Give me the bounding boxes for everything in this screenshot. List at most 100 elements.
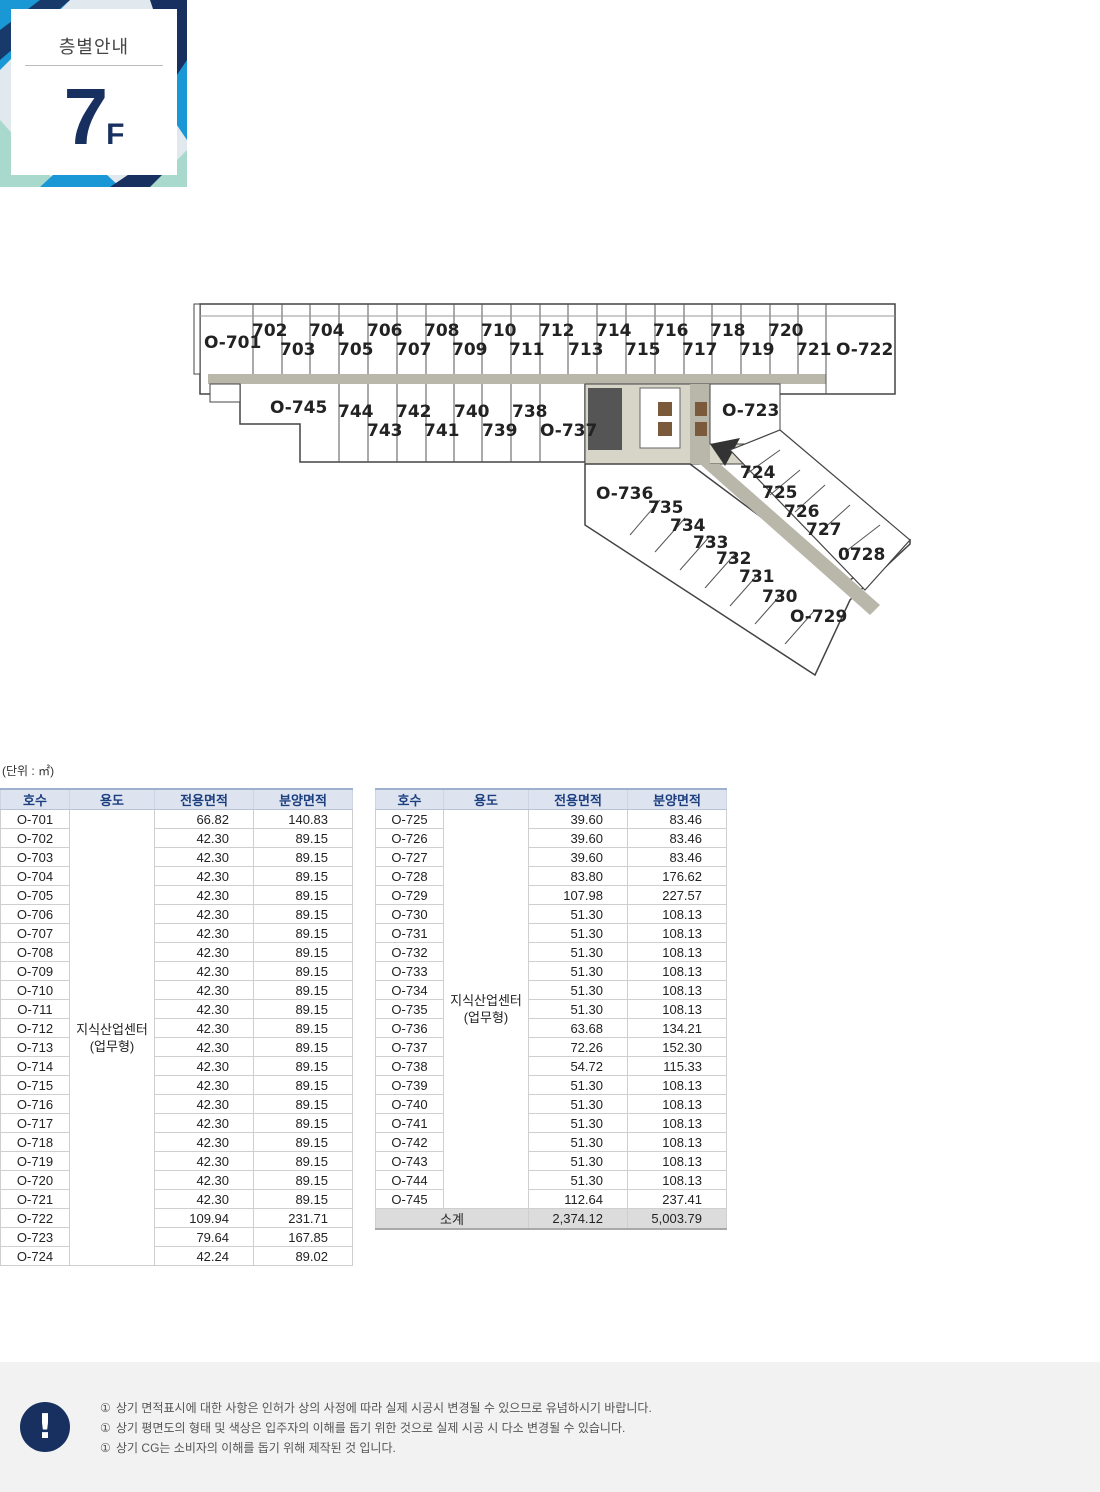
unit-number-cell: O-742 (375, 1132, 444, 1152)
sale-area-cell: 89.15 (253, 942, 353, 962)
unit-number-cell: O-734 (375, 980, 444, 1000)
header-usage: 용도 (443, 788, 529, 810)
unit-label: 744 (338, 402, 374, 422)
sale-area-cell: 108.13 (627, 1132, 727, 1152)
unit-label: 725 (762, 483, 798, 503)
exclusive-area-cell: 39.60 (528, 847, 628, 867)
unit-number-cell: O-743 (375, 1151, 444, 1171)
exclusive-area-cell: 42.30 (154, 1151, 254, 1171)
unit-number-cell: O-725 (375, 809, 444, 829)
exclusive-area-cell: 51.30 (528, 1113, 628, 1133)
sale-area-cell: 89.15 (253, 1094, 353, 1114)
sale-area-cell: 140.83 (253, 809, 353, 829)
exclusive-area-cell: 42.30 (154, 847, 254, 867)
unit-label: 704 (309, 321, 345, 341)
exclusive-area-cell: 42.30 (154, 961, 254, 981)
usage-line-2: (업무형) (89, 1038, 135, 1054)
unit-number-cell: O-711 (0, 999, 70, 1019)
exclamation-icon: ! (20, 1402, 70, 1452)
sale-area-cell: 89.15 (253, 1170, 353, 1190)
unit-label: 724 (740, 463, 776, 483)
sale-area-cell: 89.15 (253, 828, 353, 848)
unit-label: 738 (512, 402, 548, 422)
unit-label: 730 (762, 587, 798, 607)
exclusive-area-cell: 42.30 (154, 1037, 254, 1057)
unit-label: O-723 (722, 401, 779, 421)
sale-area-cell: 108.13 (627, 961, 727, 981)
sale-area-cell: 108.13 (627, 1113, 727, 1133)
exclusive-area-cell: 42.30 (154, 1056, 254, 1076)
unit-label: 709 (452, 340, 488, 360)
header-sale-area: 분양면적 (253, 788, 353, 810)
sale-area-cell: 108.13 (627, 904, 727, 924)
unit-number-cell: O-730 (375, 904, 444, 924)
unit-number-cell: O-736 (375, 1018, 444, 1038)
exclusive-area-cell: 42.24 (154, 1246, 254, 1266)
unit-label: O-722 (836, 340, 893, 360)
sale-area-cell: 108.13 (627, 999, 727, 1019)
total-exclusive-cell: 2,374.12 (528, 1208, 628, 1230)
exclusive-area-cell: 42.30 (154, 1170, 254, 1190)
exclusive-area-cell: 66.82 (154, 809, 254, 829)
unit-label: 703 (280, 340, 316, 360)
unit-number-cell: O-735 (375, 999, 444, 1019)
sale-area-cell: 108.13 (627, 1094, 727, 1114)
unit-number-cell: O-717 (0, 1113, 70, 1133)
unit-label: 726 (784, 502, 820, 522)
unit-label: 741 (424, 421, 460, 441)
exclusive-area-cell: 42.30 (154, 1189, 254, 1209)
floor-unit: F (106, 118, 125, 151)
unit-label: 705 (338, 340, 374, 360)
unit-number-cell: O-701 (0, 809, 70, 829)
exclusive-area-cell: 72.26 (528, 1037, 628, 1057)
exclusive-area-cell: 51.30 (528, 980, 628, 1000)
unit-label: 712 (539, 321, 575, 341)
unit-number-cell: O-719 (0, 1151, 70, 1171)
sale-area-cell: 237.41 (627, 1189, 727, 1209)
sale-area-cell: 227.57 (627, 885, 727, 905)
exclusive-area-cell: 42.30 (154, 942, 254, 962)
badge-divider (25, 65, 163, 66)
exclusive-area-cell: 112.64 (528, 1189, 628, 1209)
unit-label: O-737 (540, 421, 597, 441)
badge-panel: 층별안내 7F (11, 9, 177, 175)
unit-label: 713 (568, 340, 604, 360)
unit-label: O-745 (270, 398, 327, 418)
header-usage: 용도 (69, 788, 155, 810)
unit-label: 716 (653, 321, 689, 341)
sale-area-cell: 108.13 (627, 1170, 727, 1190)
unit-label: 740 (454, 402, 490, 422)
sale-area-cell: 89.02 (253, 1246, 353, 1266)
exclusive-area-cell: 79.64 (154, 1227, 254, 1247)
exclusive-area-cell: 51.30 (528, 904, 628, 924)
unit-number-cell: O-714 (0, 1056, 70, 1076)
unit-number-cell: O-704 (0, 866, 70, 886)
unit-number-cell: O-740 (375, 1094, 444, 1114)
unit-number-cell: O-710 (0, 980, 70, 1000)
notice-mark: ① (100, 1421, 111, 1435)
exclusive-area-cell: 42.30 (154, 885, 254, 905)
unit-label: 731 (739, 567, 775, 587)
exclusive-area-cell: 83.80 (528, 866, 628, 886)
exclusive-area-cell: 51.30 (528, 923, 628, 943)
exclusive-area-cell: 42.30 (154, 1113, 254, 1133)
